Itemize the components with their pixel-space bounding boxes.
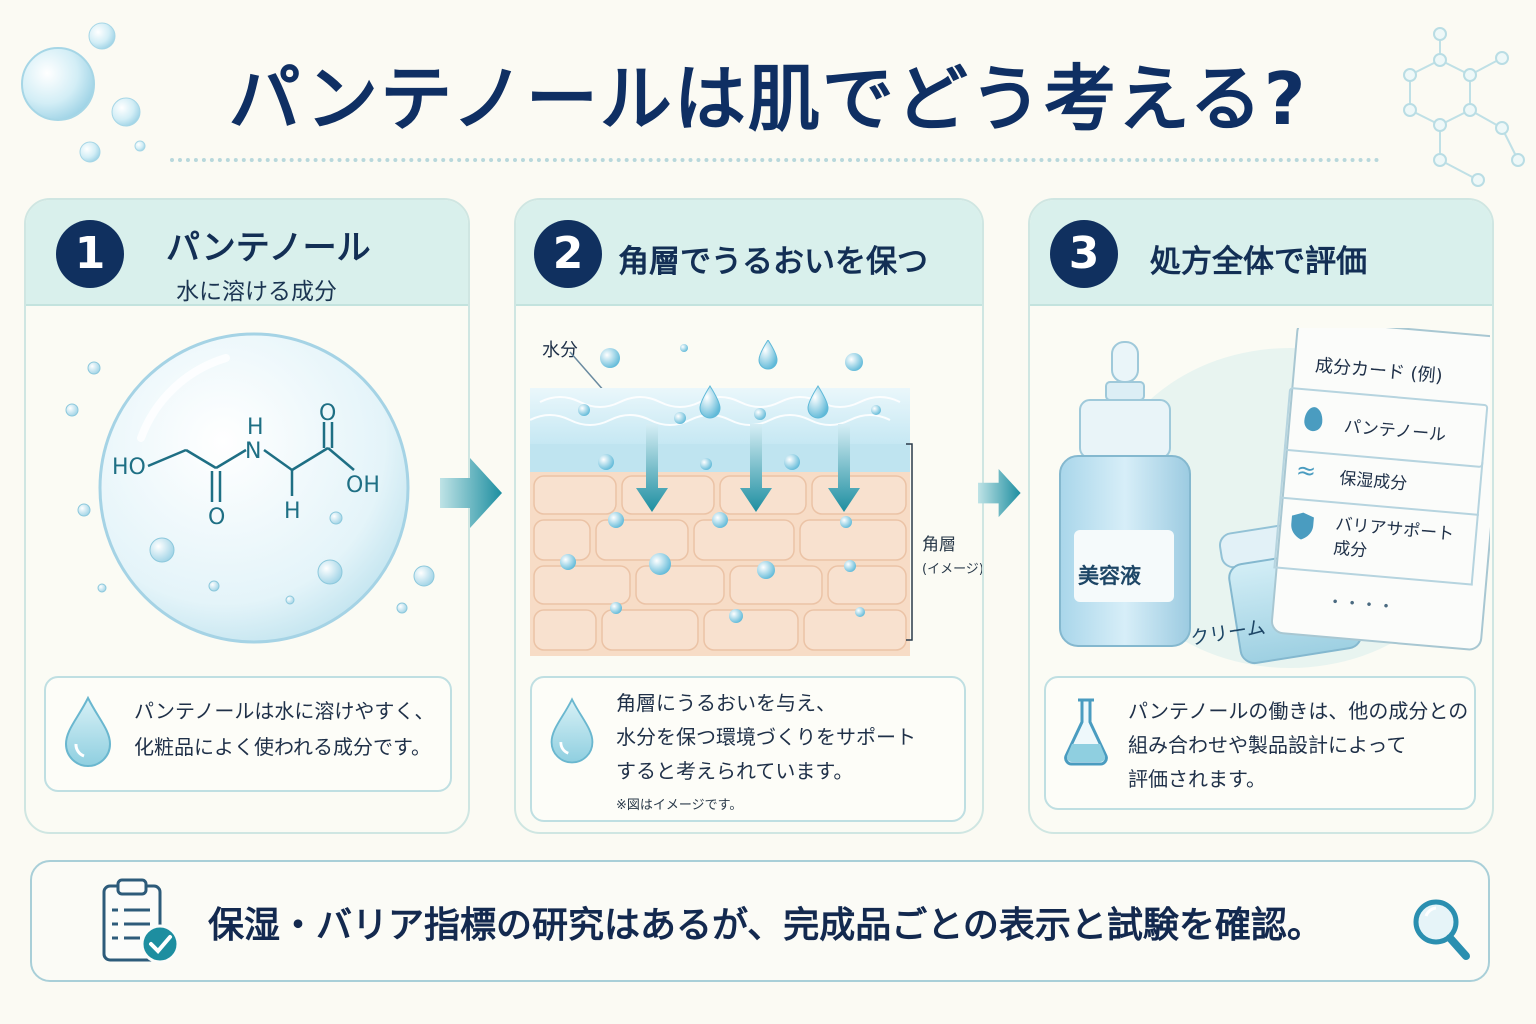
molecule-decoration: [1403, 27, 1525, 187]
ingredient-card: 成分カード (例) パンテノール ≈ 保湿成分 バリアサポート 成分 ・・・・: [1253, 338, 1489, 655]
panel-3-title: 処方全体で評価: [1150, 244, 1367, 280]
conclusion-text: 保湿・バリア指標の研究はあるが、完成品ごとの表示と試験を確認。: [208, 905, 1323, 946]
panel-1-text-line-1: パンテノールは水に溶けやすく、: [134, 699, 435, 723]
card-item-2: 保湿成分: [1338, 468, 1409, 495]
card-item-3-line-2: 成分: [1332, 538, 1369, 562]
panel-2-text-line-1: 角層にうるおいを与え、: [616, 691, 836, 715]
clipboard-check-icon: [102, 878, 180, 964]
bubbles-decoration: [21, 22, 146, 163]
panel-3-text-line-3: 評価されます。: [1128, 767, 1266, 791]
step-number-3: 3: [1050, 220, 1118, 288]
panel-1: 1 パンテノール 水に溶ける成分: [24, 198, 470, 834]
ingredient-card-title: 成分カード (例): [1314, 355, 1444, 388]
water-drop-icon-2: [550, 697, 594, 764]
stratum-corneum-label: 角層: [922, 535, 956, 555]
panel-2: 2 角層でうるおいを保つ 水分 角層 (イメージ): [514, 198, 984, 834]
drop-icon: [1303, 406, 1324, 432]
arrow-right-icon: [440, 458, 502, 528]
card-item-1: パンテノール: [1343, 416, 1447, 446]
atom-o-right: O: [319, 401, 336, 426]
title-divider: [170, 158, 1380, 162]
water-drop-icon: [64, 695, 112, 767]
panel-3-description-box: [1044, 676, 1476, 810]
atom-ho: HO: [112, 455, 146, 480]
atom-h-bottom: H: [284, 499, 301, 524]
panel-2-description-box: [530, 676, 966, 822]
magnifier-icon: [1413, 899, 1470, 960]
panel-2-title: 角層でうるおいを保つ: [618, 244, 928, 280]
step-number-2: 2: [534, 220, 602, 288]
panel-1-title: パンテノール: [166, 228, 371, 268]
card-row-3: バリアサポート 成分: [1273, 496, 1479, 586]
shield-icon: [1291, 512, 1314, 540]
panel-2-note: ※図はイメージです。: [616, 798, 743, 813]
atom-h-top: H: [247, 415, 264, 440]
panel-2-text-line-3: すると考えられています。: [616, 759, 854, 783]
step-number-1: 1: [56, 220, 124, 288]
arrow-right-icon-2: [978, 468, 1021, 518]
flask-icon: [1064, 698, 1108, 766]
card-more: ・・・・: [1325, 592, 1396, 618]
page-title: パンテノールは肌でどう考える?: [228, 57, 1308, 141]
serum-bottle-label: 美容液: [1078, 564, 1141, 588]
panel-1-description-box: [44, 676, 452, 792]
water-label: 水分: [542, 340, 578, 361]
stratum-corneum-note: (イメージ): [922, 562, 984, 577]
atom-n: N: [245, 439, 261, 464]
panel-1-subtitle: 水に溶ける成分: [176, 279, 337, 305]
atom-o-left: O: [208, 505, 225, 530]
panel-3: 3 処方全体で評価 美容液 クリーム 成分カード (例) パンテノール ≈ 保湿…: [1028, 198, 1494, 834]
molecule-bubble-illustration: HO N H O H O OH: [65, 332, 435, 644]
conclusion-banner: [30, 860, 1490, 982]
panel-3-text-line-1: パンテノールの働きは、他の成分との: [1128, 699, 1469, 723]
panel-3-text-line-2: 組み合わせや製品設計によって: [1128, 733, 1407, 757]
wave-icon: ≈: [1294, 455, 1318, 486]
panel-1-text-line-2: 化粧品によく使われる成分です。: [134, 735, 431, 759]
products-illustration: [1059, 328, 1490, 668]
skin-layer-illustration: [530, 340, 913, 656]
panel-2-text-line-2: 水分を保つ環境づくりをサポート: [616, 725, 916, 749]
atom-oh: OH: [346, 473, 380, 498]
